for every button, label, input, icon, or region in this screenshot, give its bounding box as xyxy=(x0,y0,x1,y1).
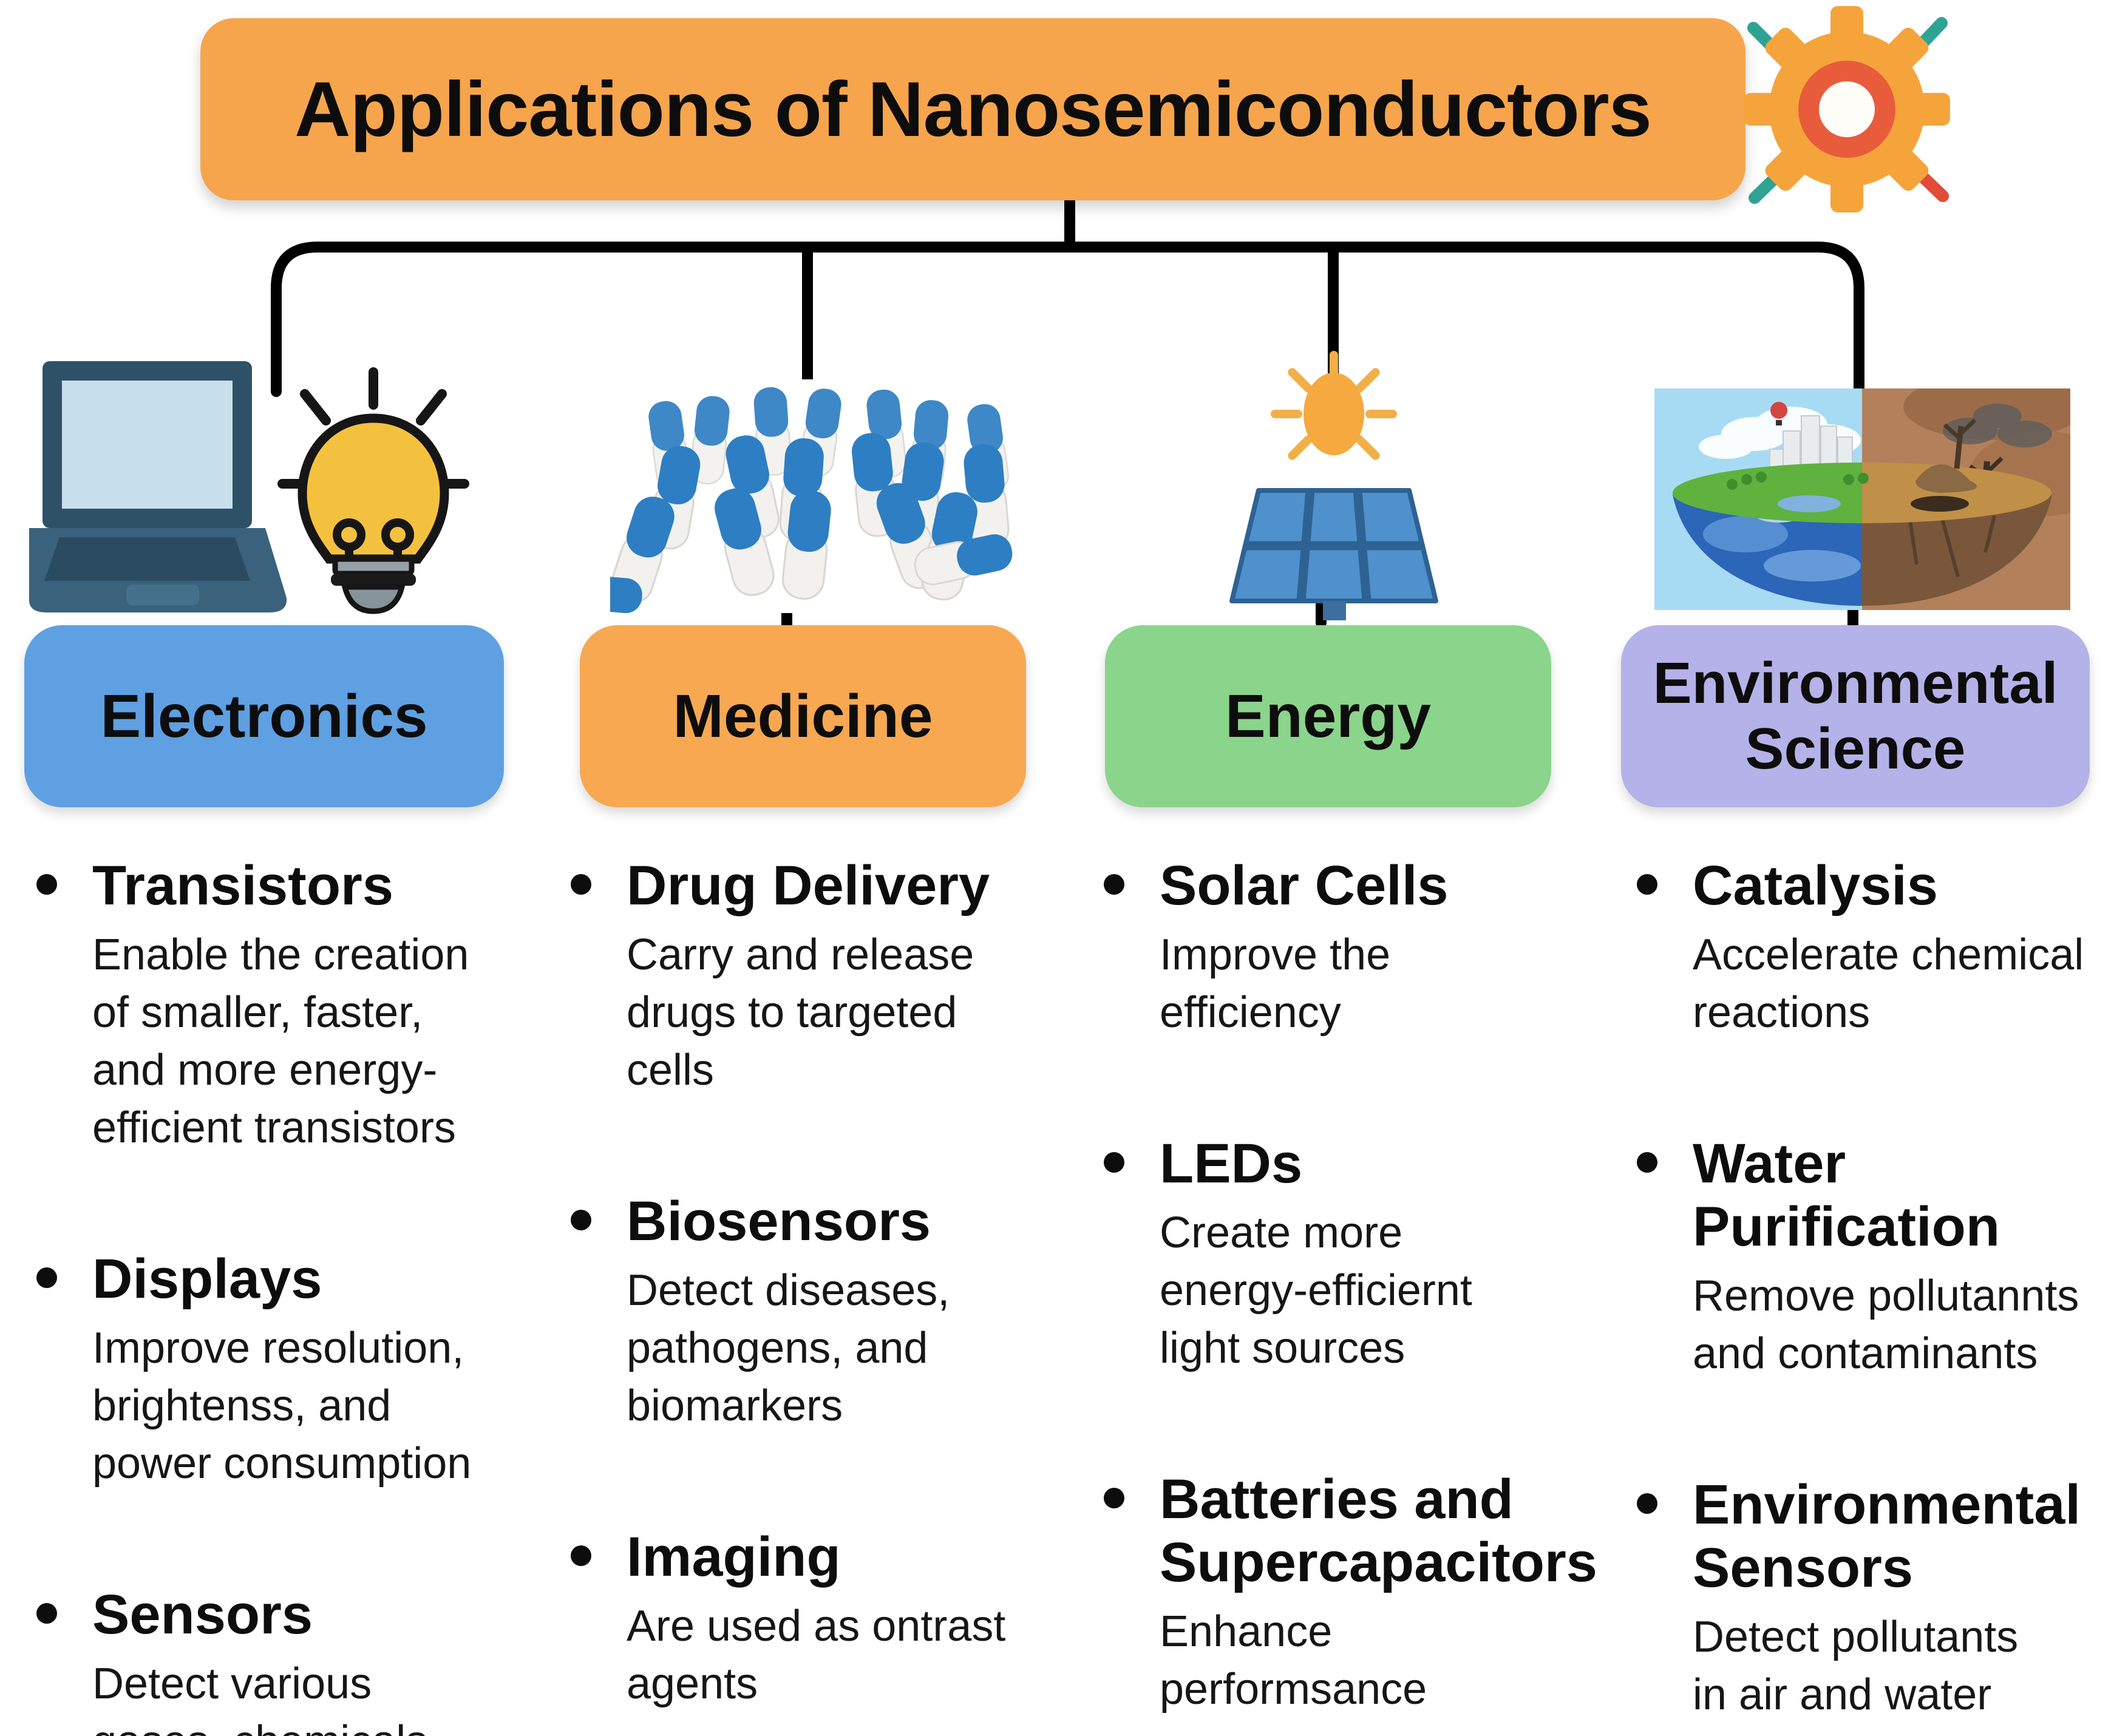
pill-electronics-label: Electronics xyxy=(100,682,428,750)
item-body: Detect pollutants in air and water xyxy=(1693,1612,2019,1719)
item-body: Create more energy-efficiernt light sour… xyxy=(1160,1208,1472,1373)
item-heading: Solar Cells xyxy=(1160,855,1449,917)
item-body: Enhance performsance xyxy=(1160,1607,1427,1714)
item-body: Improve resolution, brightenss, and powe… xyxy=(92,1324,472,1488)
pill-energy-label: Energy xyxy=(1225,682,1431,750)
item-heading: LEDs xyxy=(1160,1133,1303,1195)
list-item: LEDs Create more energy-efficiernt light… xyxy=(1104,1133,1650,1377)
bullet-dot xyxy=(36,1267,57,1289)
list-item: Water Purification Remove pollutannts an… xyxy=(1637,1133,2114,1383)
bullet-dot xyxy=(571,1210,591,1231)
item-body: Detect diseases, pathogens, and biomarke… xyxy=(627,1266,950,1431)
bullet-dot xyxy=(36,874,57,895)
laptop-lightbulb-icon xyxy=(29,361,469,614)
item-body: Enable the creation of smaller, faster, … xyxy=(92,930,469,1153)
item-heading: Batteries and Supercapacitors xyxy=(1160,1468,1597,1594)
list-item: Imaging Are used as ontrast agents xyxy=(571,1526,1105,1713)
list-item: Solar Cells Improve the efficiency xyxy=(1104,855,1650,1042)
bullet-dot xyxy=(1104,1488,1124,1509)
item-heading: Catalysis xyxy=(1693,855,1939,917)
bullet-dot xyxy=(1637,1152,1657,1173)
item-heading: Imaging xyxy=(627,1526,841,1589)
gear-icon xyxy=(1744,6,1950,212)
bullet-dot xyxy=(36,1603,57,1624)
title-banner: Applications of Nanosemiconductors xyxy=(200,18,1745,200)
item-body: Improve the efficiency xyxy=(1160,930,1391,1037)
column-energy: Solar Cells Improve the efficiency LEDs … xyxy=(1104,855,1650,1718)
sun-solar-panel-icon xyxy=(1229,351,1438,620)
bullet-dot xyxy=(571,874,591,895)
page-title: Applications of Nanosemiconductors xyxy=(294,66,1652,153)
item-heading: Sensors xyxy=(92,1584,313,1646)
list-item: Drug Delivery Carry and release drugs to… xyxy=(571,855,1105,1099)
list-item: Biosensors Detect diseases, pathogens, a… xyxy=(571,1190,1105,1435)
bullet-dot xyxy=(1104,874,1124,895)
list-item: Batteries and Supercapacitors Enhance pe… xyxy=(1104,1468,1650,1718)
column-electronics: Transistors Enable the creation of small… xyxy=(36,855,583,1736)
pill-environmental-science-label: Environmental Science xyxy=(1653,651,2058,781)
pill-environmental-science: Environmental Science xyxy=(1621,625,2090,807)
list-item: Catalysis Accelerate chemical reactions xyxy=(1637,855,2114,1042)
item-body: Accelerate chemical reactions xyxy=(1693,930,2084,1037)
half-earth-pollution-photo-icon xyxy=(1654,388,2070,610)
item-heading: Transistors xyxy=(92,855,393,917)
item-heading: Displays xyxy=(92,1248,322,1310)
bullet-dot xyxy=(1637,874,1657,895)
bullet-dot xyxy=(1637,1493,1657,1514)
pill-electronics: Electronics xyxy=(24,625,504,807)
item-body: Are used as ontrast agents xyxy=(627,1602,1006,1709)
item-heading: Water Purification xyxy=(1693,1133,2000,1258)
item-body: Detect various gases, chemicals, and bio… xyxy=(92,1660,440,1736)
pill-medicine-label: Medicine xyxy=(673,682,933,750)
list-item: Sensors Detect various gases, chemicals,… xyxy=(36,1584,583,1736)
item-heading: Biosensors xyxy=(627,1190,931,1253)
column-medicine: Drug Delivery Carry and release drugs to… xyxy=(571,855,1105,1713)
list-item: Environmental Sensors Detect pollutants … xyxy=(1637,1474,2114,1724)
item-heading: Environmental Sensors xyxy=(1693,1473,2081,1599)
item-heading: Drug Delivery xyxy=(627,855,990,917)
capsules-photo-icon xyxy=(610,379,1032,613)
list-item: Displays Improve resolution, brightenss,… xyxy=(36,1248,583,1493)
bullet-dot xyxy=(1104,1152,1124,1173)
pill-energy: Energy xyxy=(1105,625,1551,807)
item-body: Remove pollutannts and contaminants xyxy=(1693,1271,2079,1378)
item-body: Carry and release drugs to targeted cell… xyxy=(627,930,974,1095)
column-environmental-science: Catalysis Accelerate chemical reactions … xyxy=(1637,855,2114,1724)
pill-medicine: Medicine xyxy=(580,625,1026,807)
bullet-dot xyxy=(571,1545,591,1567)
list-item: Transistors Enable the creation of small… xyxy=(36,855,583,1157)
